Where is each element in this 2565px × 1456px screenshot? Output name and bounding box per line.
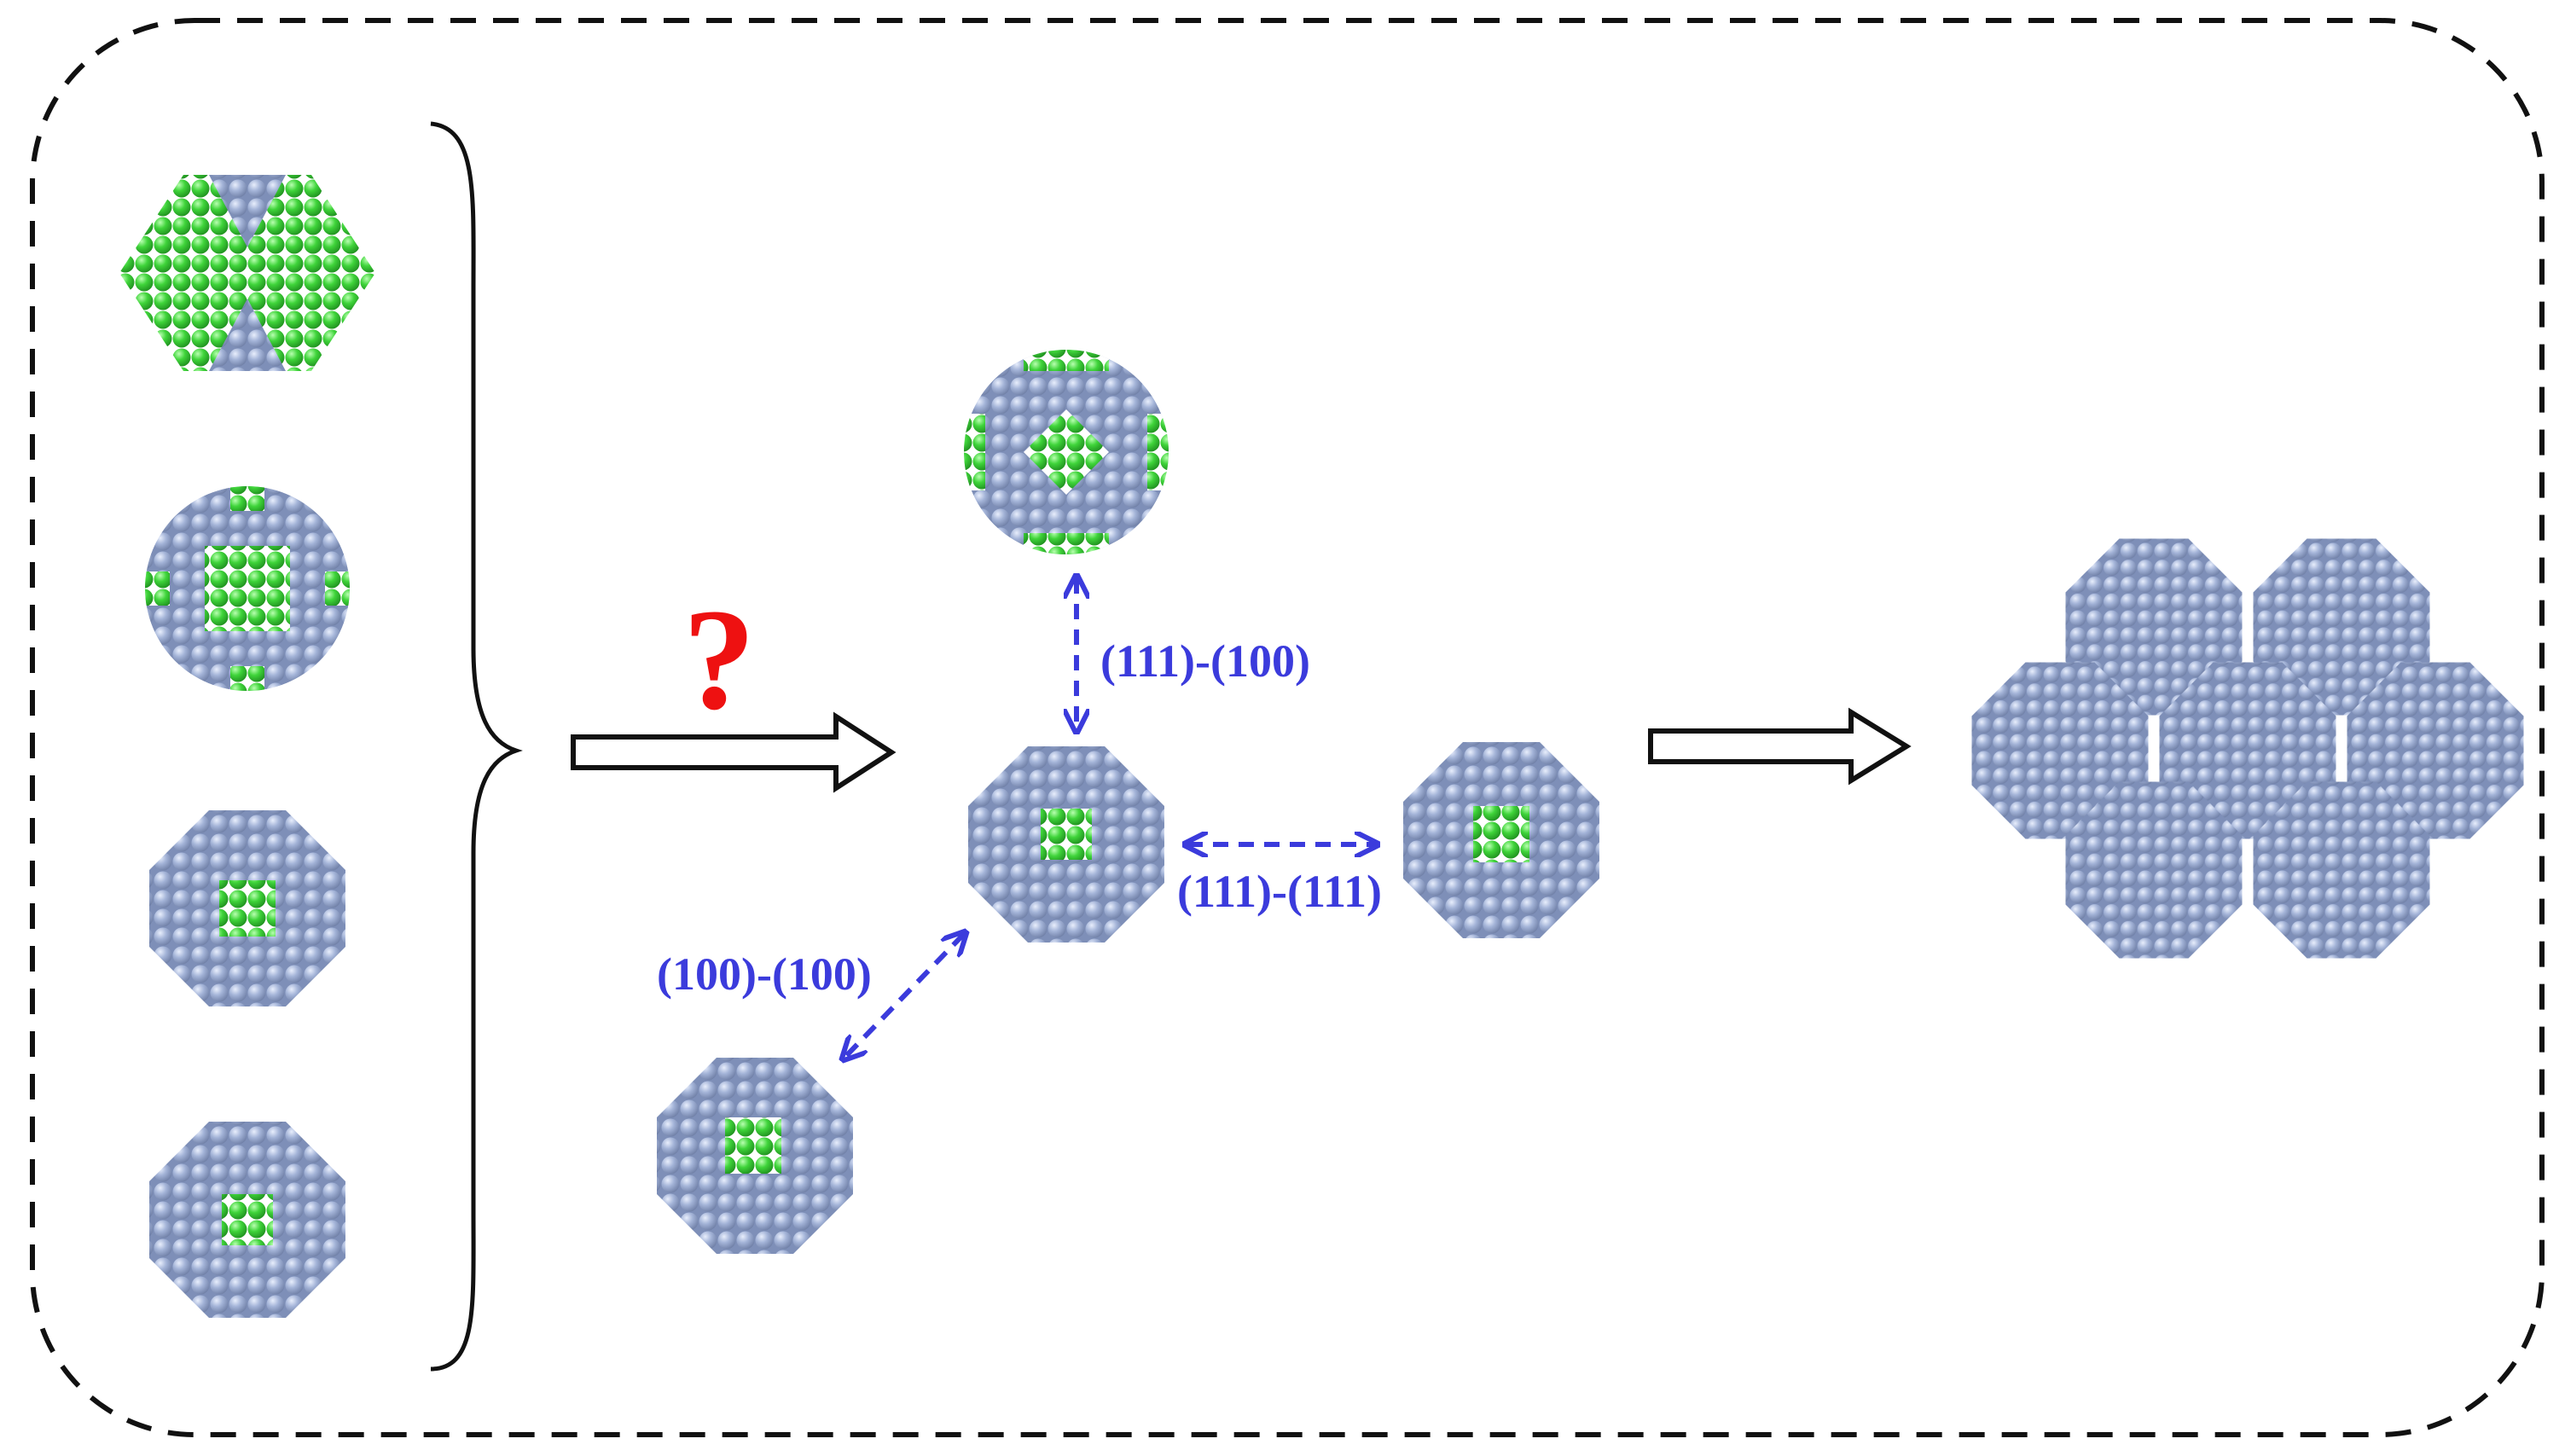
question-mark: ? xyxy=(683,579,756,740)
hollow-arrow-right-icon xyxy=(571,711,897,793)
cluster-top-icon xyxy=(964,350,1169,554)
curly-brace xyxy=(430,121,523,1372)
truncated-octahedral-cluster-icon xyxy=(149,810,345,1006)
cluster-lower-left-icon xyxy=(657,1058,853,1254)
interaction-label-lower-left: (100)-(100) xyxy=(657,948,872,1000)
cluster-center-icon xyxy=(968,746,1164,943)
hexagonal-cluster-icon xyxy=(119,175,375,371)
cuboctahedral-cluster-icon xyxy=(145,486,350,691)
interaction-label-right: (111)-(111) xyxy=(1177,866,1382,917)
interaction-arrow-lower-left xyxy=(844,934,964,1058)
diagram-frame xyxy=(30,18,2545,1437)
hollow-arrow-right-icon xyxy=(1648,707,1912,786)
octahedral-cluster-icon xyxy=(149,1122,345,1318)
cluster-right-icon xyxy=(1403,742,1599,938)
interaction-label-top: (111)-(100) xyxy=(1100,635,1310,687)
superlattice-assembly-icon xyxy=(1971,538,2524,959)
